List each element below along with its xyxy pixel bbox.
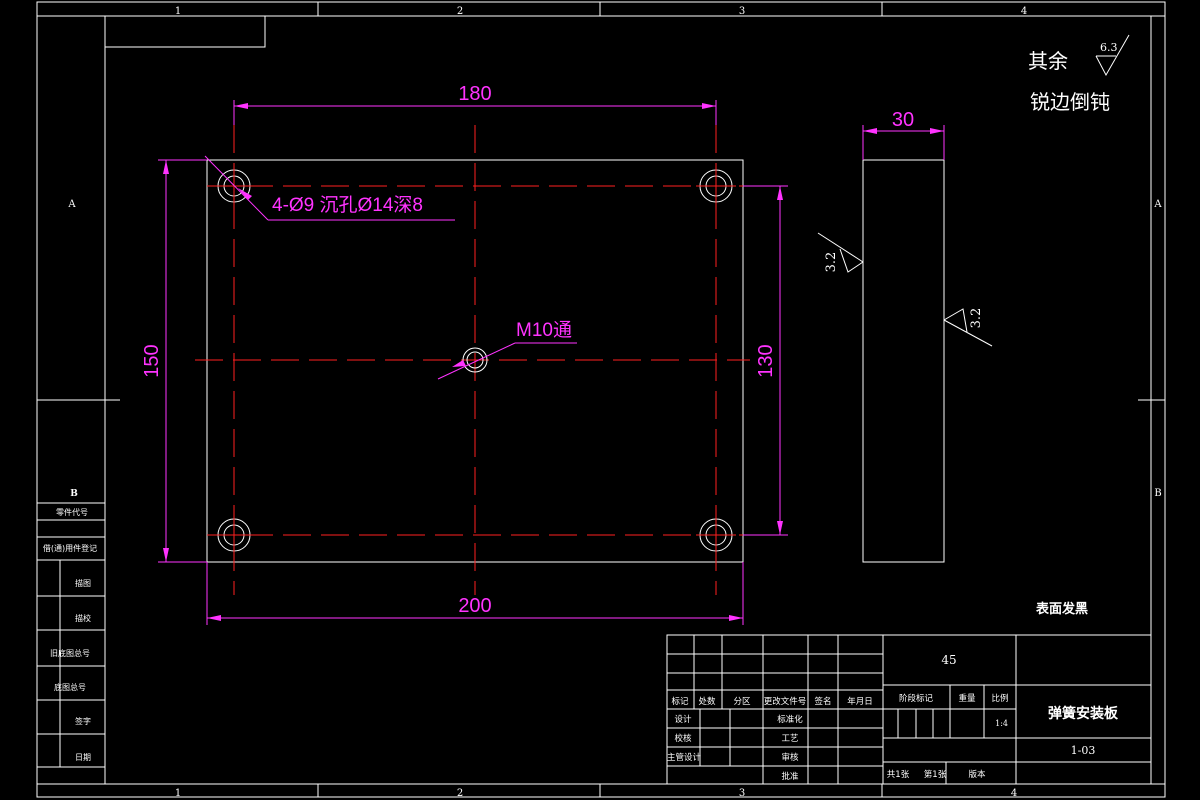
- roughness-left-value: 3.2: [824, 252, 839, 273]
- role-approve: 批准: [781, 771, 799, 782]
- side-item-old-base-no: 旧底图总号: [50, 648, 90, 658]
- surface-treatment-note: 表面发黑: [1035, 601, 1088, 617]
- dim-200-value: 200: [458, 595, 491, 617]
- side-item-trace-check: 描校: [75, 613, 91, 623]
- rev-header-date: 年月日: [847, 696, 873, 707]
- zone-col-4: 4: [1021, 6, 1027, 17]
- role-chief-design: 主管设计: [667, 752, 702, 763]
- roughness-symbol-right: 3.2: [943, 308, 993, 347]
- counterbore-hole-tr: [696, 166, 736, 206]
- side-panel: B 零件代号 借(通)用件登记 描图 描校 旧底图总号 底图总号 签字 日期: [36, 489, 106, 768]
- zone-row-a-left: A: [67, 199, 76, 210]
- zone-row-b-right: B: [1154, 488, 1161, 499]
- zone-col-1: 1: [175, 6, 181, 17]
- part-name: 弹簧安装板: [1048, 705, 1119, 722]
- side-item-base-no: 底图总号: [54, 682, 86, 692]
- role-standardization: 标准化: [777, 714, 803, 725]
- role-check: 校核: [674, 733, 692, 744]
- role-review: 审核: [781, 752, 799, 763]
- side-item-tracing: 描图: [75, 578, 91, 588]
- sheet-total: 共1张: [887, 770, 910, 780]
- corner-box: [104, 15, 266, 48]
- zone-col-1-bottom: 1: [175, 788, 181, 799]
- weight-label: 重量: [958, 693, 976, 704]
- rev-header-doc-no: 更改文件号: [764, 696, 807, 707]
- role-design: 设计: [674, 714, 692, 725]
- hole-callout-text: 4-Ø9 沉孔Ø14深8: [272, 194, 423, 216]
- revision-grid: [667, 635, 883, 784]
- side-item-shared-parts: 借(通)用件登记: [43, 543, 97, 553]
- dim-150: 150: [141, 159, 207, 563]
- material-value: 45: [941, 653, 956, 667]
- rev-header-mark: 标记: [671, 696, 689, 707]
- roughness-symbol-left: 3.2: [817, 232, 864, 273]
- dim-150-value: 150: [141, 344, 163, 377]
- front-view: 180 200 150 130: [141, 83, 788, 625]
- sheet-index: 第1张: [924, 769, 947, 780]
- edge-note: 锐边倒钝: [1030, 90, 1110, 114]
- scale-label: 比例: [991, 693, 1008, 704]
- scale-value: 1:4: [995, 719, 1008, 728]
- zone-col-4-bottom: 4: [1011, 788, 1017, 799]
- plate-side-outline: [862, 159, 945, 563]
- counterbore-hole-bl: [214, 515, 254, 555]
- dim-130: 130: [743, 185, 788, 536]
- zone-col-2-bottom: 2: [457, 788, 463, 799]
- thread-callout: M10通: [437, 319, 577, 380]
- dim-180: 180: [233, 83, 717, 125]
- dim-30-value: 30: [892, 109, 914, 131]
- role-process: 工艺: [781, 734, 798, 744]
- zone-col-3: 3: [739, 6, 745, 17]
- other-surfaces-value: 6.3: [1100, 41, 1118, 54]
- zone-labels: 1 2 3 4 1 2 3 4 A A B: [67, 6, 1162, 799]
- side-panel-top-label: B: [70, 489, 78, 499]
- rev-header-zone: 分区: [733, 697, 751, 707]
- side-item-part-code: 零件代号: [56, 507, 88, 517]
- thread-callout-text: M10通: [516, 319, 572, 341]
- side-item-signature: 签字: [75, 716, 91, 726]
- drawing-frame: [36, 1, 1166, 798]
- other-surfaces-label: 其余: [1028, 49, 1068, 73]
- roughness-right-value: 3.2: [969, 308, 984, 329]
- hole-callout: 4-Ø9 沉孔Ø14深8: [204, 155, 455, 221]
- stage-mark-label: 阶段标记: [899, 693, 934, 704]
- side-view: 30 3.2 3.2: [817, 109, 993, 563]
- counterbore-hole-br: [696, 515, 736, 555]
- version-label: 版本: [968, 769, 986, 780]
- general-roughness-note: 其余 6.3 锐边倒钝: [1028, 34, 1130, 114]
- zone-col-3-bottom: 3: [739, 788, 745, 799]
- drawing-number: 1-03: [1071, 744, 1096, 757]
- side-item-date: 日期: [75, 753, 91, 762]
- title-block: 标记 处数 分区 更改文件号 签名 年月日 设计 校核 主管设计 标准化 工艺 …: [666, 634, 1152, 785]
- dim-30: 30: [862, 109, 945, 160]
- dim-200: 200: [206, 562, 744, 625]
- zone-col-2: 2: [457, 6, 463, 17]
- dim-180-value: 180: [458, 83, 491, 105]
- rev-header-signature: 签名: [814, 696, 831, 707]
- dim-130-value: 130: [755, 344, 777, 377]
- rev-header-count: 处数: [698, 696, 716, 707]
- zone-row-a-right: A: [1153, 199, 1162, 210]
